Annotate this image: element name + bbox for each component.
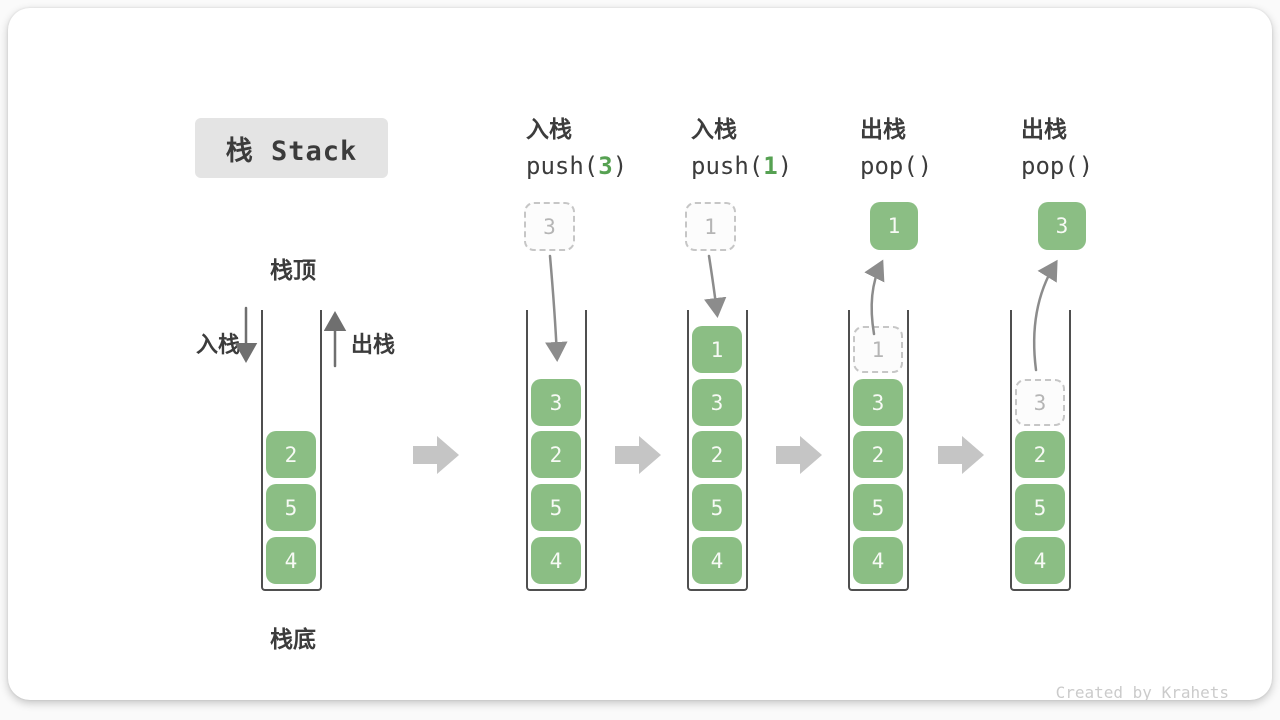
step-flow-arrow-icon [615, 436, 661, 474]
push-direction-label: 入栈 [195, 332, 240, 357]
stack-cell: 2 [266, 431, 316, 478]
stack-cell: 5 [531, 484, 581, 531]
stack-cell: 4 [853, 537, 903, 584]
stack-cell: 3 [531, 379, 581, 426]
staged-value-box: 3 [524, 202, 575, 251]
popped-ghost-cell: 3 [1015, 379, 1065, 426]
step-push3-code-label: push(3) [526, 152, 628, 180]
stack-cell: 2 [531, 431, 581, 478]
stack-cell: 4 [1015, 537, 1065, 584]
stack-cell: 4 [692, 537, 742, 584]
step-pop1-header: 出栈 pop() [860, 111, 932, 185]
diagram-card: 栈 Stack 栈顶 栈底 入栈 出栈 入栈 push(3) 入栈 push(1… [8, 8, 1272, 700]
stack-cell: 3 [853, 379, 903, 426]
step-push3-op-label: 入栈 [526, 116, 572, 142]
step-pop1-code-label: pop() [860, 152, 933, 180]
diagram-title-label: 栈 Stack [225, 135, 358, 167]
stack-cell: 5 [266, 484, 316, 531]
pop-direction-label: 出栈 [351, 332, 396, 357]
step-push1-header: 入栈 push(1) [691, 111, 792, 185]
watermark: Created by Krahets [1055, 683, 1229, 700]
stack-top-label: 栈顶 [270, 257, 316, 283]
push1-curve-arrow-icon [704, 254, 727, 318]
stack-cell: 5 [1015, 484, 1065, 531]
step-pop3-code-label: pop() [1021, 152, 1094, 180]
stack-cell: 5 [853, 484, 903, 531]
popped-value-box: 1 [870, 202, 918, 250]
stack-cell: 4 [266, 537, 316, 584]
step-pop1-op-label: 出栈 [860, 116, 906, 142]
step-flow-arrow-icon [938, 436, 984, 474]
step-pop3-header: 出栈 pop() [1021, 111, 1093, 185]
staged-value-box: 1 [685, 202, 736, 251]
stack-cell: 5 [692, 484, 742, 531]
step-push1-code-label: push(1) [691, 152, 793, 180]
step-pop3-op-label: 出栈 [1021, 116, 1067, 142]
diagram-title: 栈 Stack [195, 118, 388, 178]
stack-cell: 1 [692, 326, 742, 373]
step-flow-arrow-icon [413, 436, 459, 474]
stack-bottom-label: 栈底 [270, 626, 316, 652]
step-push1-op-label: 入栈 [691, 116, 737, 142]
popped-ghost-cell: 1 [853, 326, 903, 373]
stack-cell: 2 [1015, 431, 1065, 478]
stack-cell: 4 [531, 537, 581, 584]
stack-cell: 2 [692, 431, 742, 478]
stack-cell: 2 [853, 431, 903, 478]
popped-value-box: 3 [1038, 202, 1086, 250]
stack-cell: 3 [692, 379, 742, 426]
step-push3-header: 入栈 push(3) [526, 111, 627, 185]
step-flow-arrow-icon [776, 436, 822, 474]
